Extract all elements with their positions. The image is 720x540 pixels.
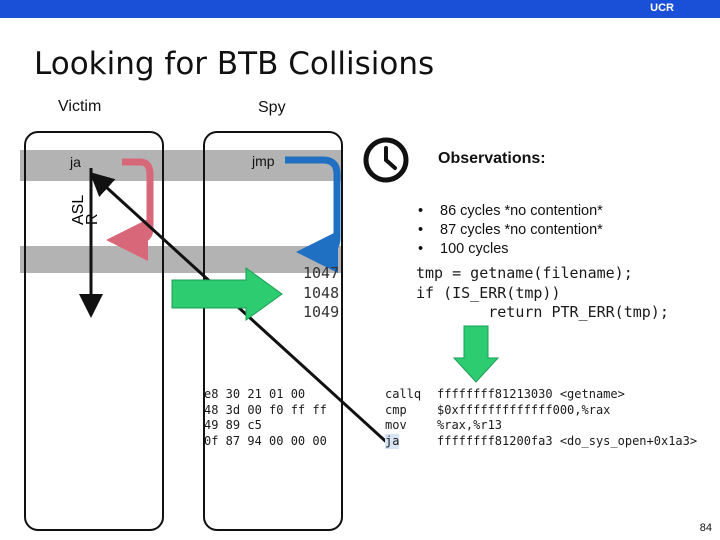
source-code: tmp = getname(filename);if (IS_ERR(tmp))… [416,264,669,323]
observation-text: 86 cycles *no contention* [440,203,603,219]
source-line-number: 1048 [303,283,340,302]
disasm-bytes-line: 0f 87 94 00 00 00 [204,433,327,448]
green-down-arrow [452,325,500,383]
observation-item: • 100 cycles [418,241,509,257]
victim-branch-arrow [106,158,154,261]
victim-process-box [24,131,164,531]
disasm-mnemonic: cmp [385,402,407,417]
observation-item: • 87 cycles *no contention* [418,222,603,238]
green-right-arrow [171,267,283,321]
disasm-operand: $0xfffffffffffff000,%rax [437,402,611,417]
clock-icon [363,137,409,183]
disasm-bytes-line: 49 89 c5 [204,418,262,432]
disasm-bytes-line: e8 30 21 01 00 [204,387,306,401]
source-line-number: 1047 [303,264,340,282]
source-line-number: 1049 [303,303,340,321]
victim-branch-instr: ja [70,154,81,170]
disasm-operands: ffffffff81213030 <getname>$0xfffffffffff… [437,387,697,449]
page-number: 84 [699,522,712,534]
spy-process-box [203,131,343,531]
bullet-icon: • [418,222,424,238]
source-line: tmp = getname(filename); [416,264,633,282]
disasm-bytes-line: 48 3d 00 f0 ff ff [204,402,327,417]
spy-branch-arrow [285,156,341,273]
header-bar: UCR [0,0,720,18]
spy-label: Spy [258,99,286,116]
ja-mapping-arrow [89,171,395,450]
observation-item: • 86 cycles *no contention* [418,203,603,219]
observations-heading: Observations: [438,150,546,167]
source-line: if (IS_ERR(tmp)) [416,283,561,302]
disasm-mnemonic-ja: ja [385,433,400,449]
disasm-mnemonic: mov [385,418,407,432]
bullet-icon: • [418,203,424,219]
victim-label: Victim [58,98,102,115]
org-logo-text: UCR [650,2,674,14]
disasm-operand: ffffffff81200fa3 <do_sys_open+0x1a3> [437,433,698,448]
observation-text: 100 cycles [440,241,509,257]
disasm-mnemonic: callq [385,387,422,401]
bullet-icon: • [418,241,424,257]
btb-entry-band-bottom [20,246,342,273]
btb-entry-band-top [20,150,342,181]
slide-title: Looking for BTB Collisions [34,46,435,82]
disasm-operand: ffffffff81213030 <getname> [437,387,625,401]
spy-branch-instr: jmp [252,153,275,169]
disasm-operand: %rax,%r13 [437,418,503,432]
observation-text: 87 cycles *no contention* [440,222,603,238]
source-line: return PTR_ERR(tmp); [416,303,669,321]
